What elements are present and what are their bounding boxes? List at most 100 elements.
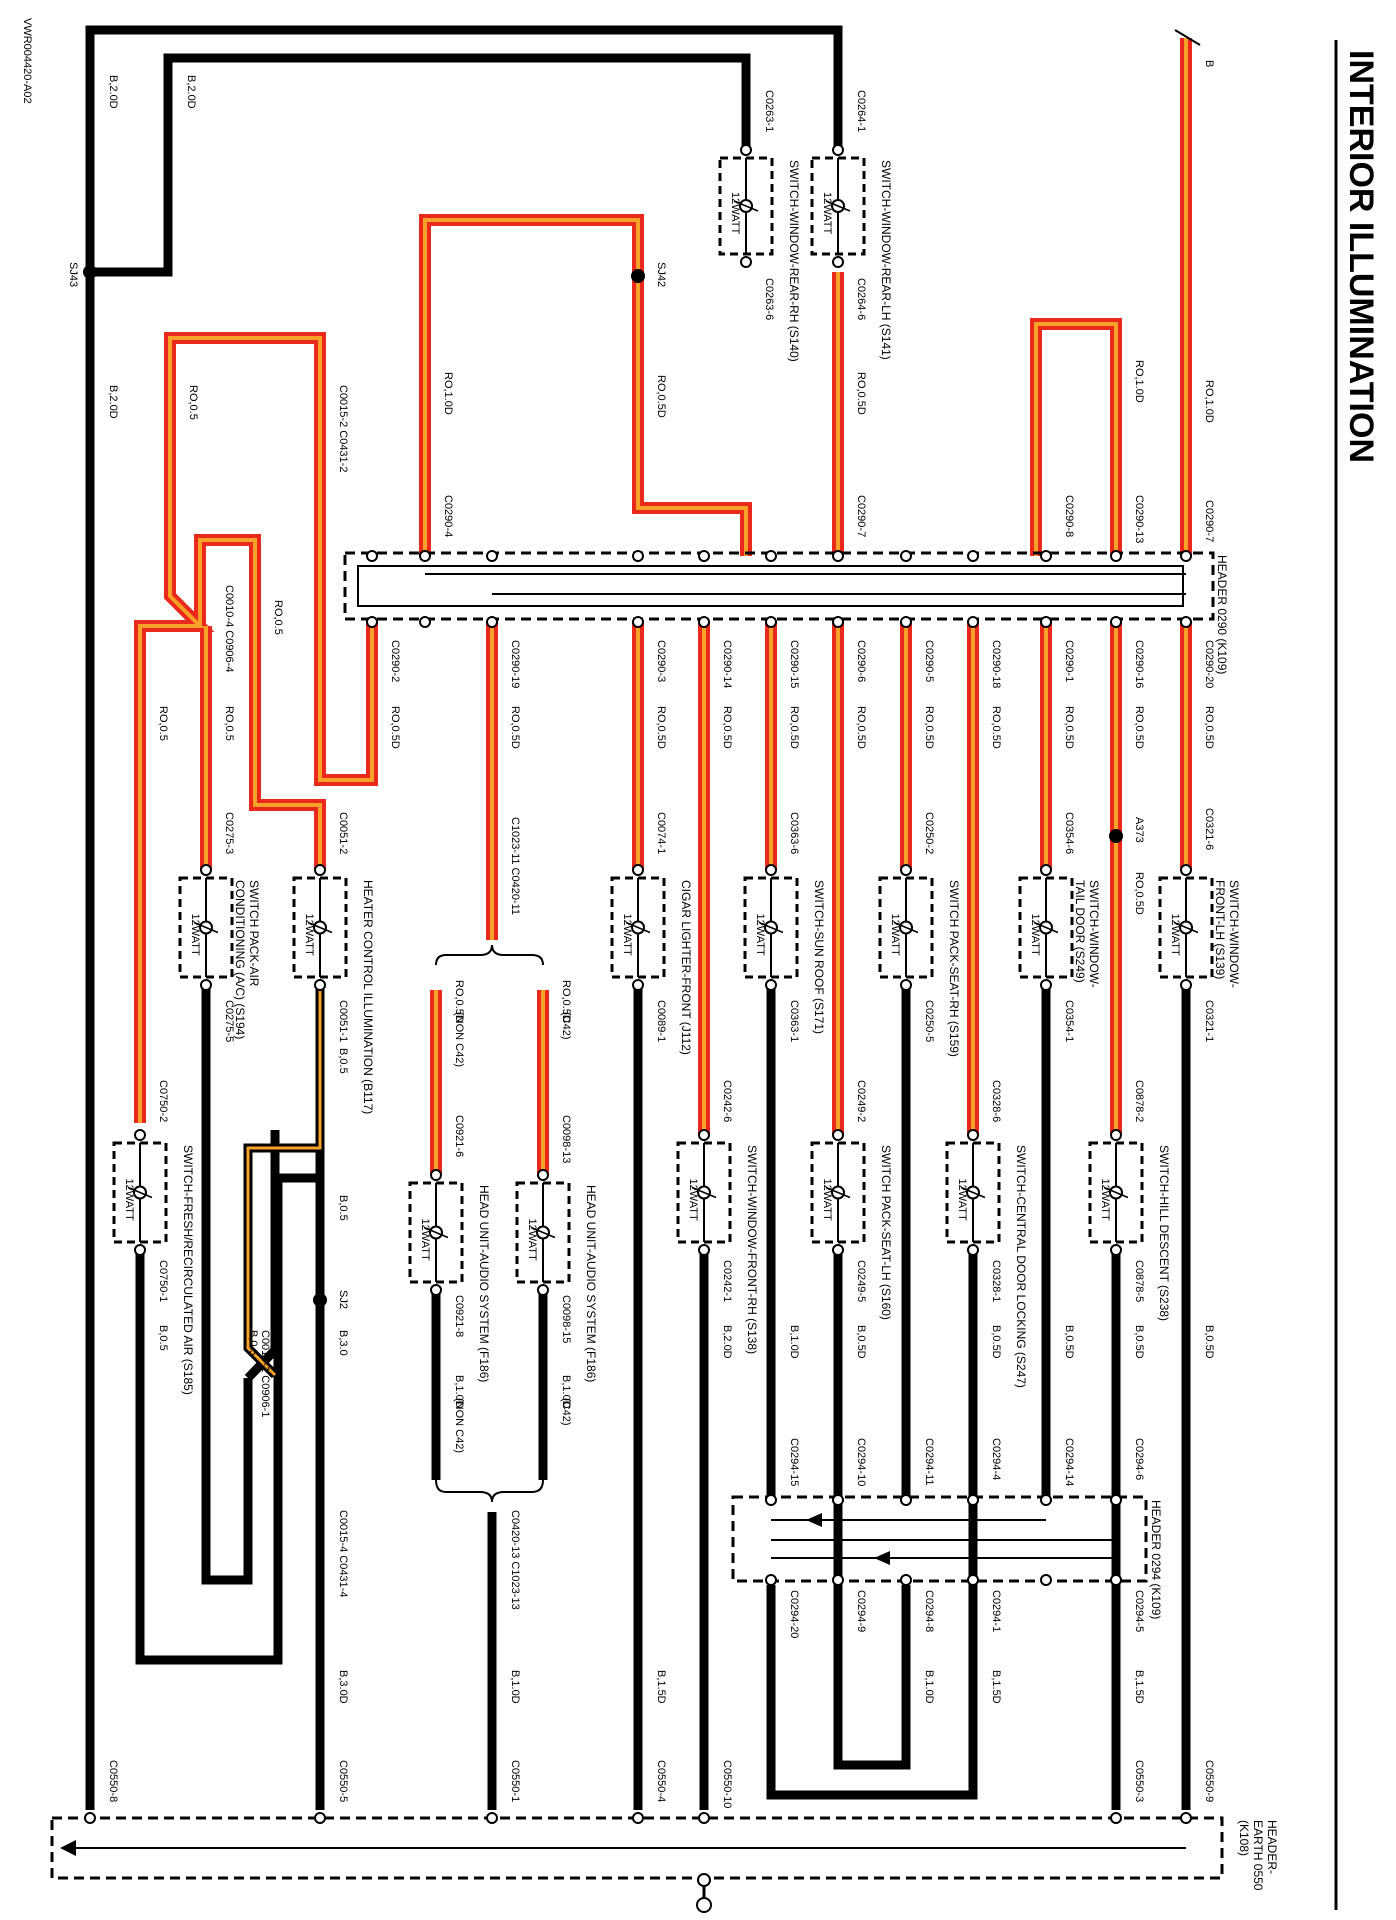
wire-label: RO,0.5D	[923, 706, 935, 749]
wire-label: (NON C42)	[453, 1012, 465, 1067]
wire-label: B	[1203, 60, 1215, 67]
wire-label: B,1.0D	[560, 1375, 572, 1409]
bulb-rating: 12WATT	[1099, 1179, 1111, 1221]
wire-label: C0290-2	[389, 640, 401, 682]
wire-label: RO,0.5D	[788, 706, 800, 749]
wire-label: C0294-14	[1063, 1438, 1075, 1486]
wire-label: C0290-7	[855, 495, 867, 537]
wire-label: C0250-5	[923, 1000, 935, 1042]
bulb-rating: 12WATT	[621, 914, 633, 956]
wire-c0249-5	[833, 1250, 911, 1770]
component-label: TAIL DOOR (S249)	[1073, 880, 1087, 983]
wire-label: B,2.0D	[107, 385, 119, 419]
wire-label: C0328-6	[990, 1080, 1002, 1122]
connector-pin	[1110, 616, 1122, 628]
wire-label: RO,0.5D	[655, 375, 667, 418]
wire-label: RO,0.5D	[855, 706, 867, 749]
wire-label: C0015-4 C0431-4	[337, 1510, 349, 1597]
bulb-rating: 12WATT	[526, 1219, 538, 1261]
connector-pin	[765, 616, 777, 628]
wire-label: C0015-2 C0431-2	[337, 385, 349, 472]
wire-label: C0878-2	[1133, 1080, 1145, 1122]
wire-label: C0290-8	[1063, 495, 1075, 537]
connector-pin	[765, 1574, 777, 1586]
wire-label: C0098-15	[560, 1295, 572, 1343]
wire-label: RO,0.5D	[1133, 706, 1145, 749]
connector-pin	[765, 1494, 777, 1506]
wire-label: RO,0.5	[223, 706, 235, 741]
wire-label: C1023-11 C0420-11	[509, 817, 521, 915]
connector-pin	[900, 1574, 912, 1586]
wire-label: B,0.5	[337, 1195, 349, 1221]
connector-pin	[1040, 550, 1052, 562]
wire-label: C0290-14	[721, 640, 733, 688]
wire-label: C0242-6	[721, 1080, 733, 1122]
wire-label: RO,0.5D	[389, 706, 401, 749]
wire-label: C0275-3	[223, 812, 235, 854]
wire-label: C0550-4	[655, 1760, 667, 1802]
connector-pin	[1110, 1812, 1122, 1824]
bulb-rating: 12WATT	[687, 1179, 699, 1221]
connector-pin	[486, 1812, 498, 1824]
wire-label: B,0.5D	[990, 1325, 1002, 1359]
red-wires	[134, 38, 1192, 1175]
orange-wire	[243, 985, 325, 1379]
wire-ac-earth	[201, 985, 253, 1585]
connector-pin	[967, 616, 979, 628]
wire-c0010-1	[244, 1130, 280, 1382]
connector-pin	[1180, 616, 1192, 628]
wire-label: C0010-1 C0906-1	[259, 1330, 271, 1417]
connector-pin	[632, 616, 644, 628]
connector-pin	[832, 1494, 844, 1506]
connector-pin	[366, 550, 378, 562]
wire-label: RO,0.5D	[560, 980, 572, 1023]
connector-pin	[1040, 1494, 1052, 1506]
wire-c0290-13	[1030, 318, 1122, 556]
wire-label: C0249-5	[855, 1260, 867, 1302]
header-0290-label: HEADER 0290 (K109)	[1215, 555, 1229, 674]
splice-sj42	[631, 269, 645, 283]
connector-pin	[1180, 550, 1192, 562]
wire-label: C0263-6	[763, 278, 775, 320]
wire-label: C0290-13	[1133, 495, 1145, 543]
wire-label: C0294-11	[923, 1438, 935, 1486]
wire-label: C0074-1	[655, 812, 667, 854]
connector-pin	[419, 616, 431, 628]
wire-label: C0290-5	[923, 640, 935, 682]
bulb-rating: 12WATT	[1029, 914, 1041, 956]
header-0294-label: HEADER 0294 (K109)	[1149, 1500, 1163, 1619]
connector-pin	[366, 616, 378, 628]
header-0550-label-2: EARTH 0550	[1251, 1820, 1265, 1891]
wire-label: C0242-1	[721, 1260, 733, 1302]
wire-label: RO,0.5D	[1133, 872, 1145, 915]
bulb-rating: 12WATT	[821, 1179, 833, 1221]
wire-label: B,0.5D	[1203, 1325, 1215, 1359]
connector-pin	[1110, 1574, 1122, 1586]
wire-label: C0550-9	[1203, 1760, 1215, 1802]
wire-label: B,2.0D	[107, 75, 119, 109]
wire-label: SJ42	[655, 262, 667, 287]
component-label: HEAD UNIT-AUDIO SYSTEM (F186)	[477, 1185, 491, 1382]
wire-label: C0550-3	[1133, 1760, 1145, 1802]
wire-label: C0363-1	[788, 1000, 800, 1042]
bulb-rating: 12WATT	[123, 1179, 135, 1221]
connector-pin	[900, 550, 912, 562]
wire-label: B,0.5D	[855, 1325, 867, 1359]
wire-label: B,1.0D	[509, 1670, 521, 1704]
wire-label: C0249-2	[855, 1080, 867, 1122]
wire-label: B,0.5D	[1133, 1325, 1145, 1359]
wire-label: RO,0.5	[157, 706, 169, 741]
wire-label: C0550-1	[509, 1760, 521, 1802]
component-label: SWITCH-WINDOW-FRONT-RH (S138)	[745, 1145, 759, 1354]
connector-pin	[765, 550, 777, 562]
